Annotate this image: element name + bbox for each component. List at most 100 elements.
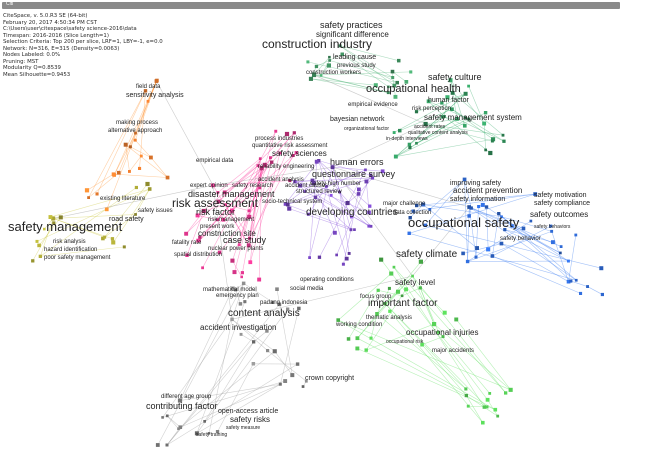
network-node[interactable] [336, 318, 340, 322]
network-node[interactable] [128, 145, 132, 149]
network-node[interactable] [297, 306, 301, 311]
term-label[interactable]: safety high number [310, 181, 361, 187]
network-node[interactable] [216, 218, 219, 222]
network-node[interactable] [111, 172, 116, 176]
term-label[interactable]: nuclear power plants [208, 246, 263, 252]
network-node[interactable] [355, 346, 360, 351]
term-label[interactable]: risk assessment [172, 196, 259, 210]
term-label[interactable]: fatality rate [172, 240, 202, 246]
network-node[interactable] [259, 166, 264, 171]
network-node[interactable] [147, 187, 152, 191]
network-node[interactable] [415, 203, 419, 208]
term-label[interactable]: socio-technical system [262, 199, 322, 205]
network-node[interactable] [490, 139, 494, 143]
network-node[interactable] [266, 349, 270, 353]
network-node[interactable] [340, 52, 345, 57]
term-label[interactable]: risk analysis [53, 239, 86, 245]
network-node[interactable] [501, 133, 505, 137]
network-node[interactable] [198, 235, 202, 239]
network-node[interactable] [364, 348, 368, 352]
network-node[interactable] [145, 181, 150, 187]
network-node[interactable] [369, 336, 373, 340]
network-node[interactable] [251, 362, 256, 366]
network-node[interactable] [216, 191, 220, 194]
network-node[interactable] [414, 110, 419, 114]
network-node[interactable] [291, 154, 295, 157]
term-label[interactable]: human factor [428, 97, 470, 104]
term-label[interactable]: safety measure [226, 425, 260, 431]
term-label[interactable]: safety management system [424, 113, 522, 122]
term-label[interactable]: accident causes [285, 183, 328, 189]
term-label[interactable]: safety motivation [534, 192, 587, 199]
network-node[interactable] [367, 224, 371, 228]
term-label[interactable]: road safety [109, 216, 144, 223]
term-label[interactable]: reliability engineering [258, 164, 314, 170]
network-node[interactable] [265, 329, 269, 333]
network-node[interactable] [484, 148, 487, 152]
term-label[interactable]: organizational factor [344, 126, 389, 132]
network-node[interactable] [262, 162, 267, 167]
network-node[interactable] [367, 210, 371, 215]
network-node[interactable] [464, 116, 467, 119]
network-node[interactable] [418, 259, 423, 264]
network-node[interactable] [308, 256, 311, 259]
network-node[interactable] [370, 176, 375, 180]
network-node[interactable] [461, 251, 465, 256]
network-node[interactable] [128, 170, 131, 173]
network-node[interactable] [484, 205, 489, 209]
network-node[interactable] [311, 181, 316, 185]
network-node[interactable] [550, 229, 554, 233]
term-label[interactable]: thematic analysis [366, 315, 412, 321]
network-node[interactable] [37, 243, 41, 248]
network-node[interactable] [230, 208, 235, 213]
term-label[interactable]: safety climate [396, 249, 458, 260]
term-label[interactable]: safety behavior [500, 236, 541, 242]
network-node[interactable] [353, 228, 356, 231]
network-node[interactable] [328, 55, 331, 59]
network-node[interactable] [274, 129, 278, 133]
network-node[interactable] [574, 278, 578, 282]
term-label[interactable]: improving safety [450, 180, 501, 187]
network-node[interactable] [123, 142, 128, 147]
network-node[interactable] [146, 99, 150, 103]
network-node[interactable] [355, 336, 360, 341]
network-node[interactable] [393, 154, 398, 159]
network-node[interactable] [408, 146, 412, 150]
network-node[interactable] [375, 312, 379, 316]
network-node[interactable] [388, 309, 392, 313]
network-node[interactable] [256, 164, 260, 167]
network-node[interactable] [469, 206, 473, 210]
network-node[interactable] [149, 155, 153, 160]
term-label[interactable]: present work [200, 224, 235, 230]
network-node[interactable] [475, 246, 479, 250]
network-node[interactable] [450, 107, 454, 111]
network-node[interactable] [278, 382, 282, 386]
network-node[interactable] [165, 175, 170, 180]
network-node[interactable] [364, 179, 369, 184]
network-node[interactable] [477, 205, 481, 209]
network-node[interactable] [482, 405, 486, 409]
network-node[interactable] [420, 342, 424, 347]
network-node[interactable] [314, 64, 319, 69]
network-node[interactable] [510, 224, 514, 228]
network-node[interactable] [248, 260, 253, 265]
term-label[interactable]: construction site [198, 229, 256, 238]
network-node[interactable] [247, 214, 252, 219]
network-node[interactable] [368, 204, 372, 208]
network-node[interactable] [350, 215, 353, 219]
term-label[interactable]: safety practices [320, 20, 383, 30]
term-label[interactable]: alternative approach [108, 128, 162, 134]
term-label[interactable]: crown copyright [305, 375, 354, 382]
network-node[interactable] [306, 213, 310, 216]
term-label[interactable]: data collection [393, 210, 431, 216]
term-label[interactable]: padang indonesia [260, 300, 308, 306]
term-label[interactable]: expert opinion [190, 183, 228, 189]
network-node[interactable] [467, 214, 471, 218]
network-node[interactable] [277, 302, 282, 307]
term-label[interactable]: operating conditions [300, 277, 354, 283]
network-node[interactable] [586, 285, 589, 288]
network-node[interactable] [502, 139, 506, 143]
network-node[interactable] [272, 349, 277, 354]
network-node[interactable] [488, 392, 492, 395]
network-node[interactable] [319, 74, 323, 77]
